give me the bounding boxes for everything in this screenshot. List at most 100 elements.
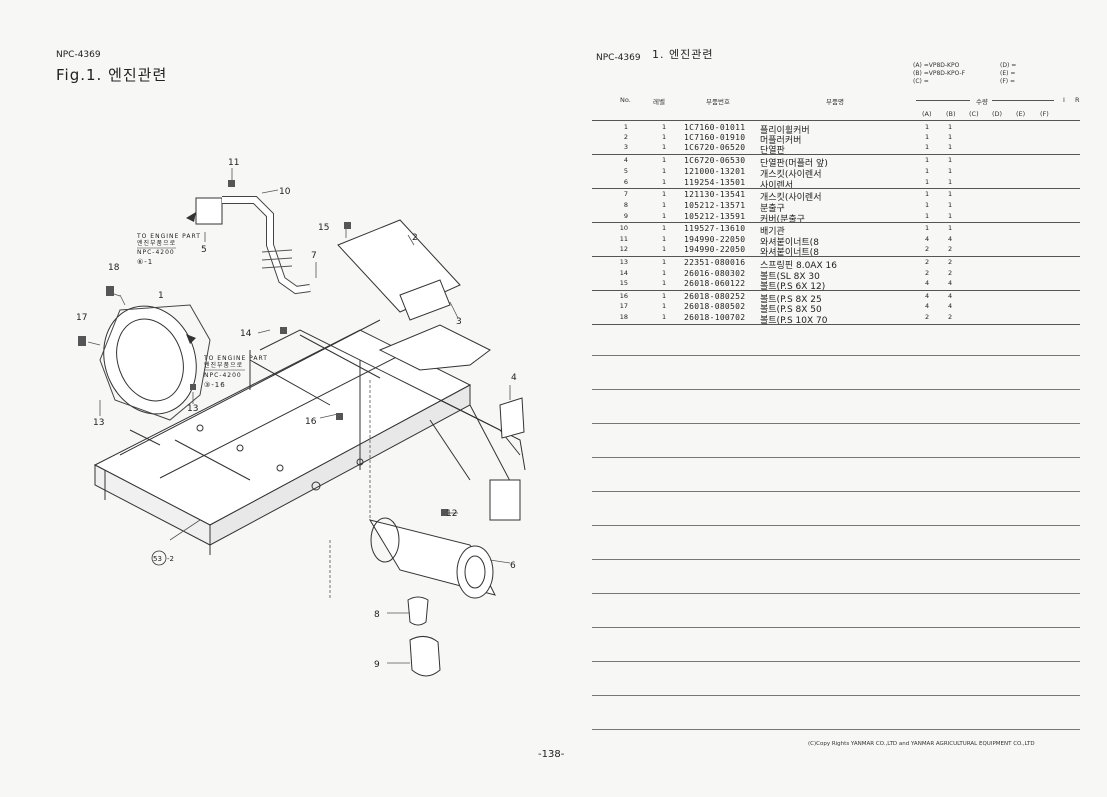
- model-c: (C) =: [913, 78, 929, 85]
- model-a: (A) =VP8D-KPO: [913, 62, 960, 69]
- callout-3: 3: [456, 317, 462, 327]
- header-col-a: (A): [922, 110, 932, 118]
- group-rule: [592, 222, 1080, 223]
- note2-line2: 엔진부품으로: [204, 361, 243, 369]
- model-e: (E) =: [1000, 70, 1016, 77]
- callout-12: 12: [446, 509, 457, 519]
- callout-15: 15: [318, 223, 329, 233]
- header-col-f: (F): [1040, 110, 1049, 118]
- heat-shield-lower: [399, 279, 451, 321]
- callout-16: 16: [305, 417, 317, 427]
- callout-10: 10: [279, 187, 291, 197]
- group-rule: [592, 154, 1080, 155]
- callout-18: 18: [108, 263, 120, 273]
- note1-ref: ⑥-1: [137, 258, 153, 266]
- blank-rule: [592, 627, 1080, 628]
- callout-layer: 1 2 3 4 5 6 7 8 9 10 11 12 13 13 14 15 1…: [76, 158, 517, 670]
- heat-shield-side: [499, 397, 525, 439]
- callout-13a: 13: [93, 418, 104, 428]
- group-rule: [592, 324, 1080, 325]
- outlet-parts: [407, 596, 441, 677]
- blank-rule: [592, 559, 1080, 560]
- callout-2: 2: [412, 233, 418, 243]
- blank-rule: [592, 695, 1080, 696]
- header-col-e: (E): [1016, 110, 1026, 118]
- left-page-code: NPC-4369: [56, 50, 101, 60]
- callout-17: 17: [76, 313, 87, 323]
- blank-rule: [592, 423, 1080, 424]
- header-i: I: [1063, 96, 1065, 104]
- callout-5: 5: [201, 245, 207, 255]
- silencer: [368, 517, 496, 599]
- frame-ref: 53: [153, 555, 162, 563]
- model-b: (B) =VP8D-KPO-F: [913, 70, 966, 77]
- callout-14: 14: [240, 329, 252, 339]
- flywheel-cover: [99, 304, 211, 421]
- copyright: (C)Copy Rights YANMAR CO.,LTD and YANMAR…: [808, 741, 1035, 747]
- group-rule: [592, 256, 1080, 257]
- note1-line2: 엔진부품으로: [137, 239, 176, 247]
- model-list-left: (A) =VP8D-KPO (B) =VP8D-KPO-F (C) =: [913, 62, 965, 86]
- blank-rule: [592, 729, 1080, 730]
- callout-9: 9: [374, 660, 380, 670]
- group-rule: [592, 290, 1080, 291]
- page-number: -138-: [538, 749, 565, 760]
- blank-rule: [592, 593, 1080, 594]
- qty-rule-left: [916, 100, 970, 101]
- callout-1: 1: [158, 291, 164, 301]
- header-part-name: 부품명: [826, 98, 844, 106]
- model-list-right: (D) = (E) = (F) =: [1000, 62, 1016, 86]
- frame-ref-suffix: -2: [167, 555, 174, 563]
- model-d: (D) =: [1000, 62, 1017, 69]
- callout-4: 4: [511, 373, 517, 383]
- header-qty: 수량: [976, 98, 988, 106]
- callout-8: 8: [374, 610, 380, 620]
- callout-7: 7: [311, 251, 317, 261]
- section-title: 1. 엔진관련: [652, 48, 714, 61]
- callout-13b: 13: [187, 404, 198, 414]
- chassis-frame: [93, 319, 526, 555]
- figure-title: Fig.1. 엔진관련: [56, 66, 168, 84]
- header-no: No.: [620, 96, 631, 104]
- exhaust-pipe: [195, 196, 311, 295]
- callout-6: 6: [510, 561, 516, 571]
- blank-rule: [592, 457, 1080, 458]
- callout-11: 11: [228, 158, 239, 168]
- model-f: (F) =: [1000, 78, 1016, 85]
- right-page-code: NPC-4369: [596, 53, 641, 63]
- note1-line3: NPC-4200: [137, 249, 175, 256]
- blank-rule: [592, 525, 1080, 526]
- note1-line1: TO ENGINE PART: [136, 233, 201, 240]
- header-col-d: (D): [992, 110, 1003, 118]
- table-top-rule: [592, 120, 1080, 121]
- header-col-c: (C): [969, 110, 979, 118]
- note2-line1: TO ENGINE PART: [203, 355, 268, 362]
- note2-ref: ③-16: [204, 381, 226, 389]
- blank-rule: [592, 661, 1080, 662]
- group-rule: [592, 188, 1080, 189]
- qty-rule-right: [992, 100, 1054, 101]
- blank-rule: [592, 355, 1080, 356]
- header-col-b: (B): [946, 110, 956, 118]
- parts-diagram: [78, 168, 526, 677]
- header-level: 레벨: [653, 98, 665, 106]
- blank-rule: [592, 389, 1080, 390]
